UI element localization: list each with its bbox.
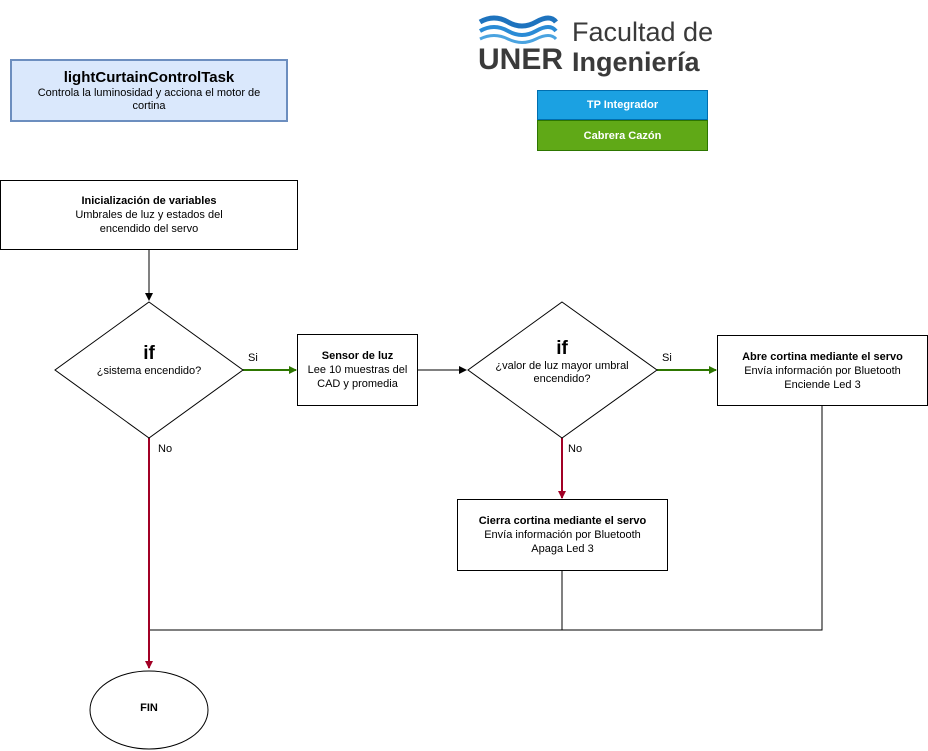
if1-keyword: if — [143, 343, 155, 364]
task-title-box: lightCurtainControlTask Controla la lumi… — [10, 59, 288, 122]
edge-label-yes2: Si — [662, 352, 672, 364]
uner-logo-text: UNER — [478, 43, 564, 76]
if2-keyword: if — [556, 338, 568, 359]
close-curtain-box: Cierra cortina mediante el servo Envía i… — [457, 499, 668, 571]
if1-text: if ¿sistema encendido? — [70, 343, 228, 378]
sensor-line1: Lee 10 muestras del — [307, 364, 408, 376]
task-title: lightCurtainControlTask — [63, 68, 235, 86]
author-tag: Cabrera Cazón — [537, 120, 708, 151]
light-sensor-box: Sensor de luz Lee 10 muestras del CAD y … — [297, 334, 418, 406]
edge-label-yes1: Si — [248, 352, 258, 364]
open-line2: Enciende Led 3 — [784, 378, 861, 391]
edge-label-no2: No — [568, 443, 583, 455]
close-title: Cierra cortina mediante el servo — [478, 515, 647, 527]
sensor-title: Sensor de luz — [321, 350, 394, 362]
init-title: Inicialización de variables — [81, 195, 217, 207]
end-terminator — [89, 670, 209, 750]
open-line1: Envía información por Bluetooth — [744, 364, 901, 377]
uner-wave-logo-icon — [478, 15, 558, 44]
edge-open-to-merge — [149, 405, 823, 631]
if2-text: if ¿valor de luz mayor umbral encendido? — [477, 338, 647, 386]
if2-line2: encendido? — [533, 373, 591, 385]
decision-diamond-light-threshold — [467, 301, 658, 439]
project-tag: TP Integrador — [537, 90, 708, 120]
init-line1: Umbrales de luz y estados del — [75, 209, 223, 221]
edge-label-no1: No — [158, 443, 173, 455]
close-line2: Apaga Led 3 — [531, 543, 594, 555]
faculty-line1: Facultad de — [572, 17, 714, 47]
if2-line1: ¿valor de luz mayor umbral — [495, 360, 629, 372]
init-process-box: Inicialización de variables Umbrales de … — [0, 180, 298, 250]
close-line1: Envía información por Bluetooth — [484, 529, 641, 541]
task-subtitle: Controla la luminosidad y acciona el mot… — [37, 86, 261, 112]
if1-question: ¿sistema encendido? — [96, 365, 202, 377]
faculty-line2: Ingeniería — [572, 47, 700, 77]
decision-diamond-system-on — [54, 301, 244, 439]
open-curtain-box: Abre cortina mediante el servo Envía inf… — [717, 335, 928, 406]
init-line2: encendido del servo — [99, 223, 199, 235]
sensor-line2: CAD y promedia — [317, 378, 398, 390]
end-label: FIN — [140, 702, 158, 714]
open-title: Abre cortina mediante el servo — [742, 350, 903, 363]
